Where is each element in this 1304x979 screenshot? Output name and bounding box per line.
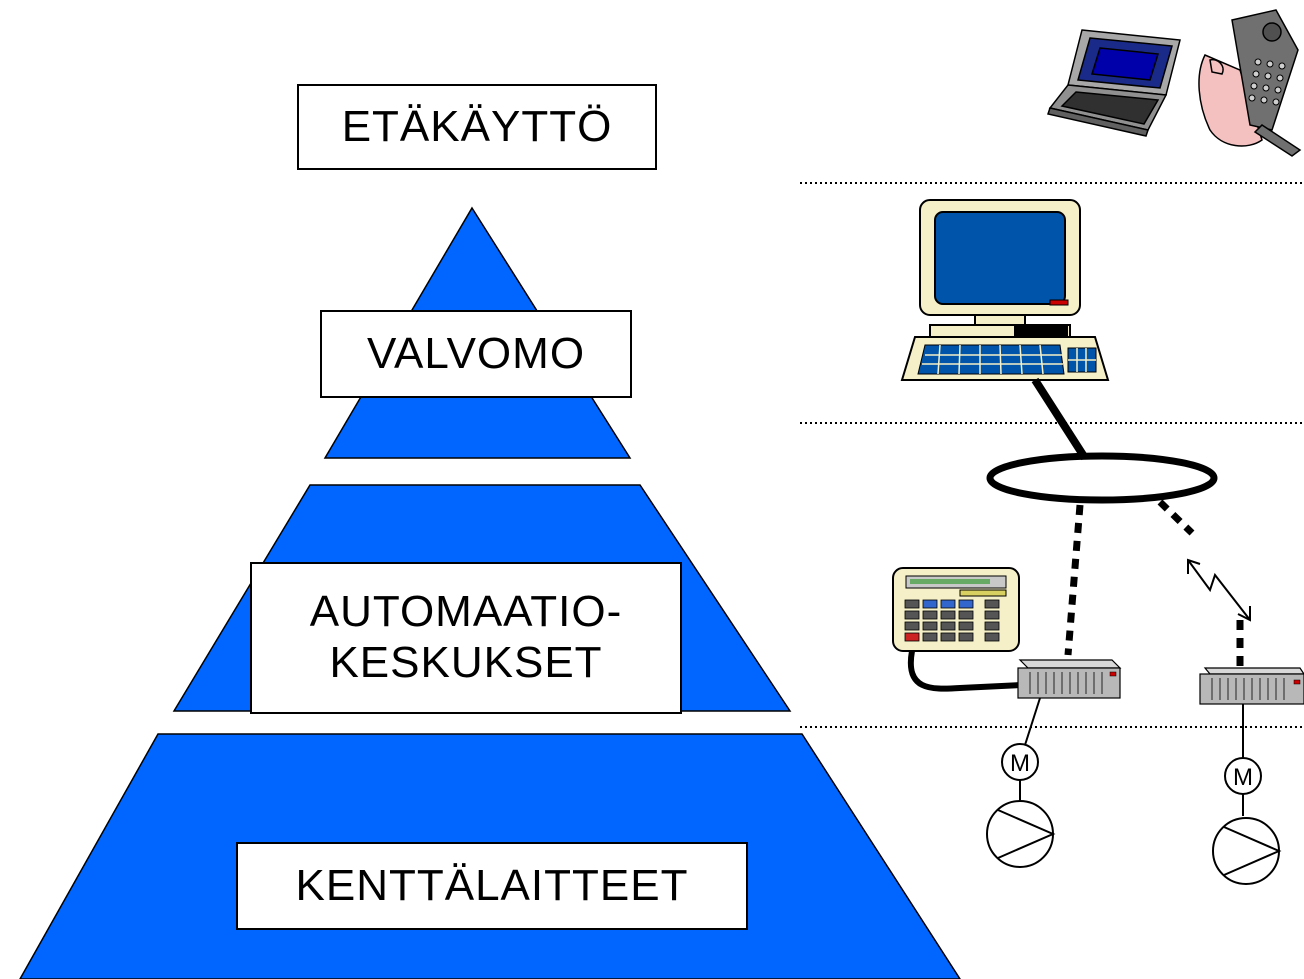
- level-label-field: KENTTÄLAITTEET: [236, 842, 748, 930]
- motor-label: M: [1233, 764, 1253, 791]
- level-label-automation: AUTOMAATIO- KESKUKSET: [250, 562, 682, 714]
- level-label-control-room: VALVOMO: [320, 310, 632, 398]
- level-separators: [800, 182, 1304, 728]
- workstation-cable: [1031, 377, 1089, 461]
- motor-label: M: [1010, 750, 1030, 777]
- automation-rack-icon: [1199, 667, 1304, 705]
- network-ring-icon: [986, 452, 1218, 504]
- pump-icon: [986, 800, 1056, 868]
- mobile-phone-icon: [1198, 9, 1302, 157]
- operator-panel-cable: [907, 650, 1023, 692]
- computer-workstation-icon: [900, 199, 1110, 381]
- level-label-remote-text: ETÄKÄYTTÖ: [341, 101, 613, 151]
- network-links: [1064, 499, 1244, 668]
- operator-panel-icon: [892, 567, 1020, 652]
- laptop-icon: [1047, 29, 1181, 137]
- level-label-field-text: KENTTÄLAITTEET: [295, 860, 689, 910]
- automation-rack-icon: [1017, 659, 1122, 699]
- motor-pump-right: M: [1212, 704, 1282, 885]
- level-label-automation-line2: KESKUKSET: [329, 638, 603, 687]
- wireless-link-upper: [1157, 499, 1195, 536]
- pump-icon: [1212, 817, 1282, 885]
- level-label-control-room-text: VALVOMO: [366, 328, 586, 378]
- motor-pump-left: M: [986, 697, 1056, 868]
- level-label-remote: ETÄKÄYTTÖ: [297, 84, 657, 170]
- radio-link-icon: [1187, 558, 1251, 622]
- wired-link: [1064, 504, 1084, 656]
- level-label-automation-line1: AUTOMAATIO-: [309, 587, 623, 637]
